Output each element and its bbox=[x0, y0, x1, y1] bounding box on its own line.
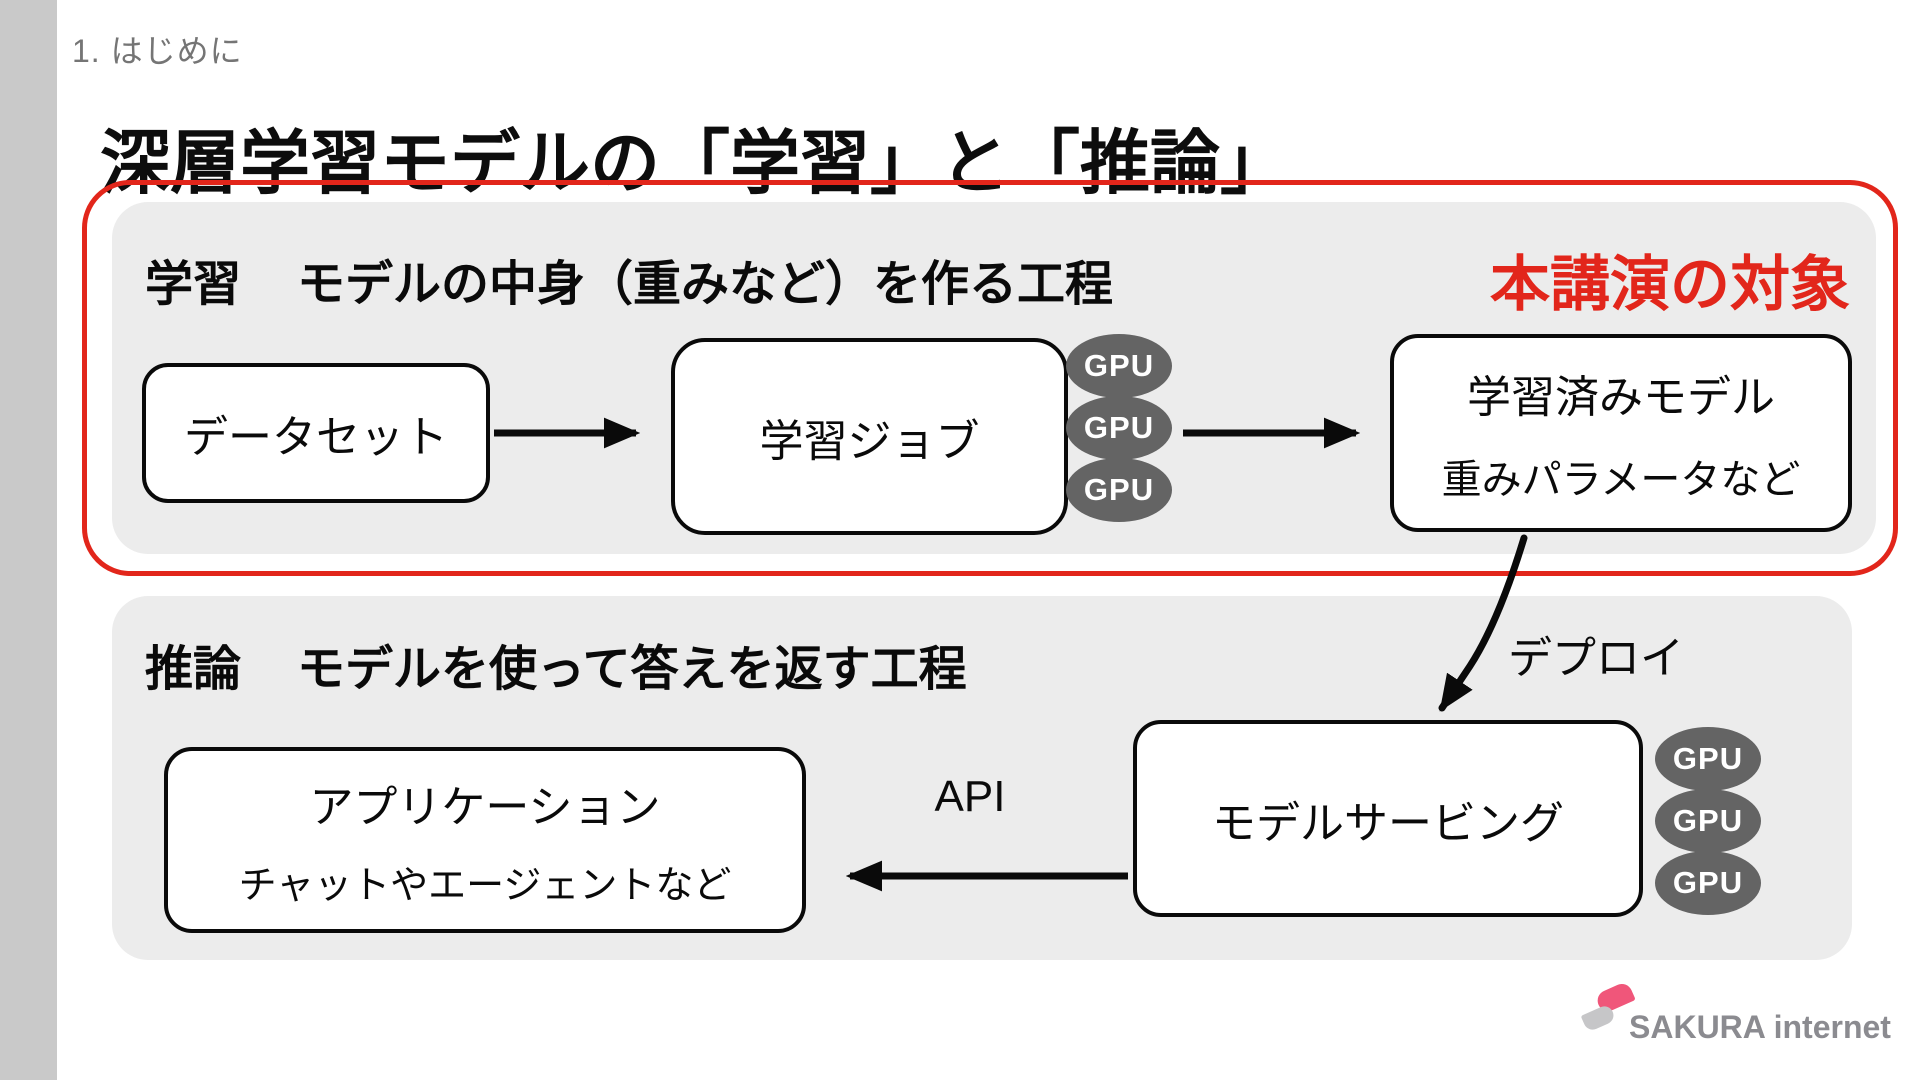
gpu-badge: GPU bbox=[1066, 458, 1172, 522]
training-heading-word: 学習 bbox=[145, 258, 242, 311]
sakura-internet-logo: SAKURA internet bbox=[1580, 980, 1891, 1053]
gpu-badge: GPU bbox=[1655, 851, 1761, 915]
training-heading: 学習 モデルの中身（重みなど）を作る工程 bbox=[145, 244, 1113, 314]
trained-model-box-title: 学習済みモデル bbox=[1467, 372, 1775, 422]
model-serving-box: モデルサービング bbox=[1133, 720, 1643, 917]
trained-model-box: 学習済みモデル 重みパラメータなど bbox=[1390, 334, 1852, 532]
trained-model-box-subtitle: 重みパラメータなど bbox=[1441, 458, 1801, 503]
inference-heading-desc: モデルを使って答えを返す工程 bbox=[297, 643, 967, 696]
training-job-box: 学習ジョブ bbox=[671, 338, 1068, 535]
application-box-subtitle: チャットやエージェントなど bbox=[238, 865, 732, 908]
training-job-box-label: 学習ジョブ bbox=[759, 416, 980, 466]
api-label: API bbox=[934, 772, 1006, 821]
gpu-badge: GPU bbox=[1655, 789, 1761, 853]
inference-gpu-stack: GPU GPU GPU bbox=[1655, 727, 1761, 915]
sakura-logo-text: SAKURA internet bbox=[1629, 1009, 1891, 1045]
inference-heading-word: 推論 bbox=[145, 643, 242, 696]
dataset-box: データセット bbox=[142, 363, 490, 503]
left-edge-strip bbox=[0, 0, 57, 1080]
training-gpu-stack: GPU GPU GPU bbox=[1066, 334, 1172, 522]
model-serving-box-label: モデルサービング bbox=[1212, 798, 1564, 848]
deploy-label: デプロイ bbox=[1508, 634, 1684, 683]
application-box: アプリケーション チャットやエージェントなど bbox=[164, 747, 806, 933]
talk-scope-callout: 本講演の対象 bbox=[1490, 251, 1850, 318]
page-title: 深層学習モデルの「学習」と「推論」 bbox=[100, 123, 1290, 202]
gpu-badge: GPU bbox=[1066, 396, 1172, 460]
dataset-box-label: データセット bbox=[184, 413, 448, 462]
gpu-badge: GPU bbox=[1655, 727, 1761, 791]
application-box-title: アプリケーション bbox=[309, 782, 661, 832]
gpu-badge: GPU bbox=[1066, 334, 1172, 398]
breadcrumb: 1. はじめに bbox=[72, 33, 243, 69]
inference-heading: 推論 モデルを使って答えを返す工程 bbox=[145, 629, 967, 699]
sakura-logo-icon bbox=[1580, 980, 1636, 1041]
training-heading-desc: モデルの中身（重みなど）を作る工程 bbox=[297, 258, 1114, 311]
